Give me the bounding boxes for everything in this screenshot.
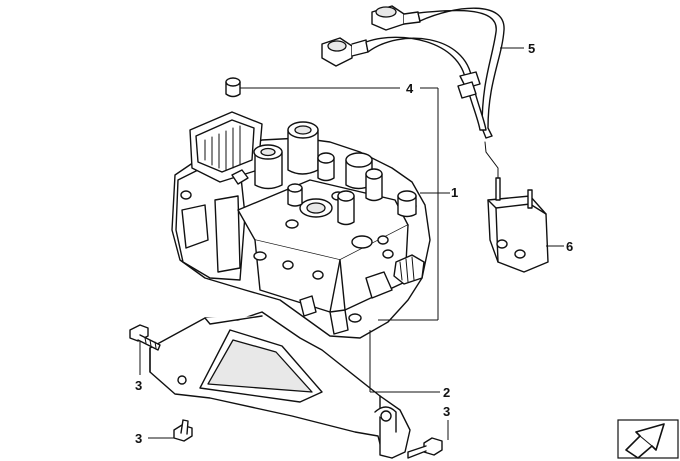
callout-5: 5 [528, 41, 535, 56]
bolt-upper-left [129, 324, 161, 351]
callout-3-right: 3 [443, 404, 450, 419]
mounting-bracket [149, 311, 411, 459]
callout-3-upper-left: 3 [135, 378, 142, 393]
bolt-right [407, 437, 443, 459]
callout-6: 6 [566, 239, 573, 254]
leader-lines [139, 47, 564, 440]
callout-4: 4 [406, 81, 414, 96]
callout-1: 1 [451, 185, 458, 200]
cap-fitting [225, 77, 241, 98]
relay-module [484, 141, 549, 273]
callout-2: 2 [443, 385, 450, 400]
hose-assembly [321, 5, 505, 139]
arrow-direction-icon [617, 419, 679, 459]
abs-hydraulic-unit [171, 111, 431, 339]
callout-3-lower-left: 3 [135, 431, 142, 446]
bolt-lower-left [173, 419, 193, 442]
